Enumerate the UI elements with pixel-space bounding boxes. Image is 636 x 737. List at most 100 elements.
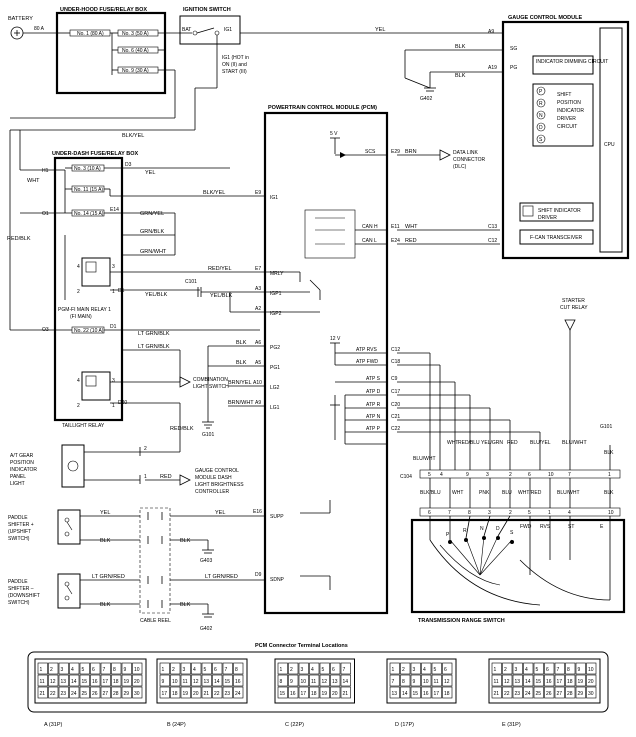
svg-text:BLK: BLK: [180, 602, 191, 608]
svg-text:9: 9: [466, 472, 469, 478]
connector-pin-number: 18: [113, 679, 119, 685]
connector-pin-number: 4: [71, 667, 74, 673]
connector-pin: [319, 686, 330, 699]
connector-pin-number: 18: [444, 691, 450, 697]
svg-text:2: 2: [77, 289, 80, 295]
connector-pin-number: 16: [290, 691, 296, 697]
svg-text:10: 10: [548, 472, 554, 478]
connector-pin: [180, 674, 191, 687]
connector-pin: [170, 686, 181, 699]
svg-text:DATA LINK: DATA LINK: [453, 150, 478, 156]
connector-pin-number: 6: [332, 667, 335, 673]
c101-connector: C101 YEL/BLK: [185, 279, 265, 313]
svg-text:LT GRN/BLK: LT GRN/BLK: [138, 344, 170, 350]
connector-pin: [288, 662, 299, 675]
svg-text:RED/YEL: RED/YEL: [208, 266, 232, 272]
svg-text:IGP2: IGP2: [270, 311, 282, 317]
paddle-shifters: PADDLE SHIFTER + (UPSHIFT SWITCH) YEL BL…: [8, 509, 140, 609]
connector-pin-number: 13: [515, 679, 521, 685]
connector-pin-number: 5: [204, 667, 207, 673]
svg-text:GRN/BLK: GRN/BLK: [140, 229, 164, 235]
connector-pin-number: 25: [82, 691, 88, 697]
svg-text:RED: RED: [507, 440, 518, 446]
transmission-range-switch: TRANSMISSION RANGE SWITCH P R N D S FWD …: [410, 515, 626, 624]
svg-text:5: 5: [528, 510, 531, 516]
svg-text:WHT: WHT: [405, 224, 418, 230]
connector-pin: [48, 662, 59, 675]
svg-text:1: 1: [548, 510, 551, 516]
svg-text:CAN H: CAN H: [362, 224, 378, 230]
connector-pin-number: 2: [290, 667, 293, 673]
connector-pin: [170, 674, 181, 687]
connector-pin: [222, 662, 233, 675]
svg-text:YEL: YEL: [375, 27, 385, 33]
connector-pin: [389, 662, 400, 675]
svg-text:SUPP: SUPP: [270, 514, 284, 520]
connector-pin-number: 20: [134, 679, 140, 685]
svg-text:R: R: [539, 101, 543, 107]
connector-pin: [565, 662, 576, 675]
svg-text:BLK/BLU: BLK/BLU: [420, 490, 441, 496]
svg-text:E14: E14: [110, 207, 119, 213]
svg-text:BLK/YEL: BLK/YEL: [203, 190, 225, 196]
underhood-fuse-box: [55, 11, 167, 95]
svg-text:N: N: [480, 526, 484, 532]
svg-text:YEL/GRN: YEL/GRN: [481, 440, 503, 446]
svg-text:INDICATOR: INDICATOR: [557, 108, 584, 114]
svg-text:IG1: IG1: [224, 27, 232, 33]
svg-text:S: S: [539, 137, 543, 143]
svg-text:BLK: BLK: [455, 44, 466, 50]
connector-pin-number: 1: [280, 667, 283, 673]
connector-pin: [586, 662, 597, 675]
svg-text:CIRCUIT: CIRCUIT: [557, 124, 577, 130]
connector-pin: [170, 662, 181, 675]
svg-text:SHIFT INDICATOR: SHIFT INDICATOR: [538, 208, 581, 214]
svg-text:SWITCH): SWITCH): [8, 536, 30, 542]
svg-text:ST: ST: [568, 524, 574, 530]
connector-pin: [132, 686, 143, 699]
connector-pin-number: 16: [235, 679, 241, 685]
connector-pin: [111, 662, 122, 675]
connector-pin: [233, 686, 244, 699]
connector-pin-number: 8: [113, 667, 116, 673]
svg-text:RED: RED: [405, 238, 417, 244]
svg-text:SHIFTER +: SHIFTER +: [8, 522, 34, 528]
connector-pin: [191, 686, 202, 699]
svg-text:PADDLE: PADDLE: [8, 515, 28, 521]
svg-text:No. 6 (40 A): No. 6 (40 A): [122, 48, 149, 54]
connector-pin: [121, 662, 132, 675]
svg-text:BLK: BLK: [236, 360, 247, 366]
connector-pin: [442, 662, 453, 675]
connector-pin: [309, 662, 320, 675]
connector-pin-number: 21: [204, 691, 210, 697]
connector-pin-number: 6: [92, 667, 95, 673]
connector-pin: [277, 662, 288, 675]
connector-pin-number: 12: [50, 679, 56, 685]
svg-text:RED/BLK: RED/BLK: [170, 426, 194, 432]
connector-pin: [421, 686, 432, 699]
svg-text:ATP S: ATP S: [366, 376, 381, 382]
svg-text:4: 4: [568, 510, 571, 516]
connector-pin: [132, 674, 143, 687]
connector-pin: [523, 686, 534, 699]
connector-pin: [180, 686, 191, 699]
svg-text:3: 3: [488, 510, 491, 516]
svg-text:P: P: [539, 89, 543, 95]
connector-pin: [111, 674, 122, 687]
connector-pin-number: 21: [494, 691, 500, 697]
connector-pin-number: 14: [214, 679, 220, 685]
connector-pin-number: 10: [301, 679, 307, 685]
svg-text:C18: C18: [391, 359, 400, 365]
connector-pin-number: 1: [494, 667, 497, 673]
svg-text:BLU/YEL: BLU/YEL: [530, 440, 551, 446]
connector-pin: [37, 674, 48, 687]
svg-text:YEL/BLK: YEL/BLK: [210, 293, 233, 299]
connector-pin-number: 17: [103, 679, 109, 685]
svg-text:GRN/WHT: GRN/WHT: [140, 249, 167, 255]
svg-text:BLK: BLK: [604, 490, 614, 496]
connector-pin: [288, 686, 299, 699]
connector-pin-number: 6: [214, 667, 217, 673]
connector-pin: [410, 674, 421, 687]
connector-block: [488, 658, 601, 704]
